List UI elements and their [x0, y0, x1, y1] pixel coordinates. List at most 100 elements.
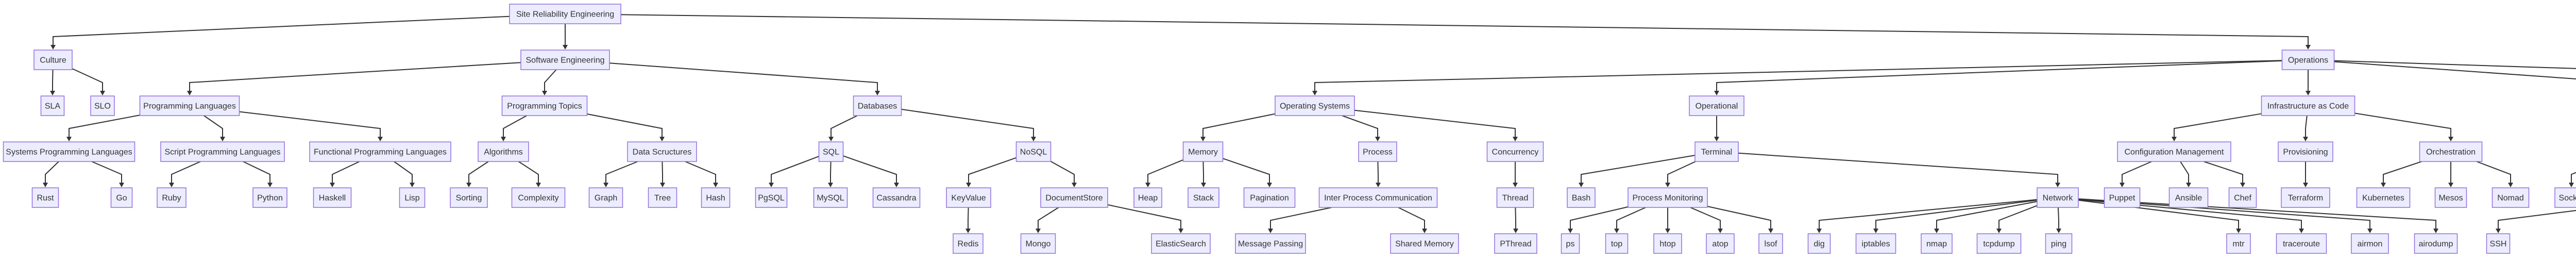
arrowhead-sre-operations	[2306, 45, 2311, 50]
arrowhead-process-monitoring-lsof	[1768, 229, 1773, 233]
node-label: Pagination	[1250, 194, 1289, 203]
node-label: ping	[2051, 240, 2066, 249]
node-label: Thread	[1502, 194, 1529, 203]
node-complexity: Complexity	[511, 187, 566, 208]
node-script-pl: Script Programming Languages	[160, 141, 285, 162]
edge-sre-culture	[53, 15, 510, 46]
node-concurrency: Concurrency	[1486, 141, 1544, 162]
node-top: top	[1605, 233, 1629, 254]
node-box	[2554, 187, 2576, 208]
node-label: Nomad	[2497, 194, 2524, 203]
arrowhead-network-traceroute	[2299, 229, 2304, 233]
node-label: airmon	[2358, 240, 2383, 249]
node-box	[1390, 233, 1459, 254]
node-haskell: Haskell	[313, 187, 352, 208]
node-box	[1133, 187, 1162, 208]
arrowhead-process-ipc	[1376, 183, 1381, 187]
edge-iac-config-mgmt	[2174, 113, 2262, 138]
node-graph: Graph	[588, 187, 623, 208]
node-box	[33, 50, 73, 70]
node-rust: Rust	[31, 187, 59, 208]
arrowhead-network-nmap	[1934, 229, 1939, 233]
node-label: Graph	[595, 194, 617, 203]
node-label: Stack	[1193, 194, 1214, 203]
node-label: Concurrency	[1492, 148, 1539, 157]
node-label: SQL	[823, 148, 839, 157]
edge-algorithms-complexity	[518, 161, 539, 184]
node-box	[450, 187, 488, 208]
node-box	[157, 187, 187, 208]
arrowhead-operating-systems-concurrency	[1513, 137, 1518, 141]
edge-script-pl-python	[243, 161, 270, 184]
arrowhead-systems-pl-rust	[43, 183, 48, 187]
arrowhead-network-dig	[1817, 229, 1822, 233]
node-label: Databases	[858, 102, 897, 111]
arrowhead-config-mgmt-ansible	[2186, 183, 2191, 187]
arrowhead-orchestration-mesos	[2448, 183, 2453, 187]
node-sla: SLA	[40, 95, 65, 116]
node-label: Kubernetes	[2362, 194, 2404, 203]
arrowhead-network-tcpdump	[1996, 229, 2002, 233]
node-box	[1151, 233, 1211, 254]
node-terminal: Terminal	[1694, 141, 1739, 162]
edge-orchestration-nomad	[2476, 161, 2511, 184]
arrowhead-network-ping	[2056, 229, 2061, 233]
node-label: SLA	[45, 102, 61, 111]
node-label: Sorting	[456, 194, 482, 203]
node-label: nmap	[1926, 240, 1947, 249]
arrowhead-data-structures-hash	[713, 183, 718, 187]
arrowhead-sql-pgsql	[769, 183, 774, 187]
node-label: KeyValue	[951, 194, 986, 203]
node-tcpdump: tcpdump	[1976, 233, 2022, 254]
node-box	[1040, 187, 1108, 208]
node-box	[1182, 141, 1224, 162]
edge-config-mgmt-puppet	[2122, 161, 2152, 184]
node-box	[2276, 233, 2327, 254]
edge-network-nmap	[1936, 201, 2038, 230]
edge-data-structures-graph	[605, 161, 638, 184]
node-box	[588, 187, 623, 208]
arrowhead-nosql-documentstore	[1072, 183, 1077, 187]
arrowhead-terminal-process-monitoring	[1665, 183, 1670, 187]
node-label: traceroute	[2283, 240, 2320, 249]
node-box	[627, 141, 697, 162]
node-box	[2104, 187, 2141, 208]
edge-config-mgmt-ansible	[2180, 161, 2189, 184]
node-box	[1567, 187, 1596, 208]
node-heap: Heap	[1133, 187, 1162, 208]
edge-data-structures-hash	[685, 161, 716, 184]
arrowhead-software-engineering-programming-languages	[187, 91, 192, 95]
arrowhead-config-mgmt-puppet	[2120, 183, 2125, 187]
arrowhead-script-pl-python	[267, 183, 273, 187]
arrowhead-process-monitoring-atop	[1718, 229, 1723, 233]
node-box	[1235, 233, 1306, 254]
node-label: Puppet	[2109, 194, 2136, 203]
node-box	[399, 187, 426, 208]
node-label: Ruby	[162, 194, 181, 203]
node-box	[648, 187, 677, 208]
arrowhead-memory-stack	[1201, 183, 1206, 187]
node-label: Network	[2043, 194, 2074, 203]
node-documentstore: DocumentStore	[1040, 187, 1108, 208]
node-box	[946, 187, 991, 208]
node-box	[31, 187, 59, 208]
node-redis: Redis	[953, 233, 984, 254]
node-label: Cassandra	[876, 194, 916, 203]
arrowhead-programming-topics-algorithms	[501, 137, 506, 141]
edge-nosql-documentstore	[1050, 160, 1075, 184]
node-label: Rust	[37, 194, 54, 203]
node-mongo: Mongo	[1020, 233, 1056, 254]
edge-data-structures-tree	[662, 161, 663, 184]
edge-orchestration-kubernetes	[2383, 161, 2422, 184]
node-cassandra: Cassandra	[872, 187, 921, 208]
node-box	[2261, 95, 2355, 116]
edge-sql-pgsql	[771, 155, 819, 184]
node-box	[1758, 233, 1783, 254]
node-box	[2419, 141, 2483, 162]
node-box	[90, 95, 115, 116]
arrowhead-culture-slo	[100, 91, 105, 95]
node-label: Haskell	[319, 194, 346, 203]
edge-databases-sql	[831, 115, 858, 138]
